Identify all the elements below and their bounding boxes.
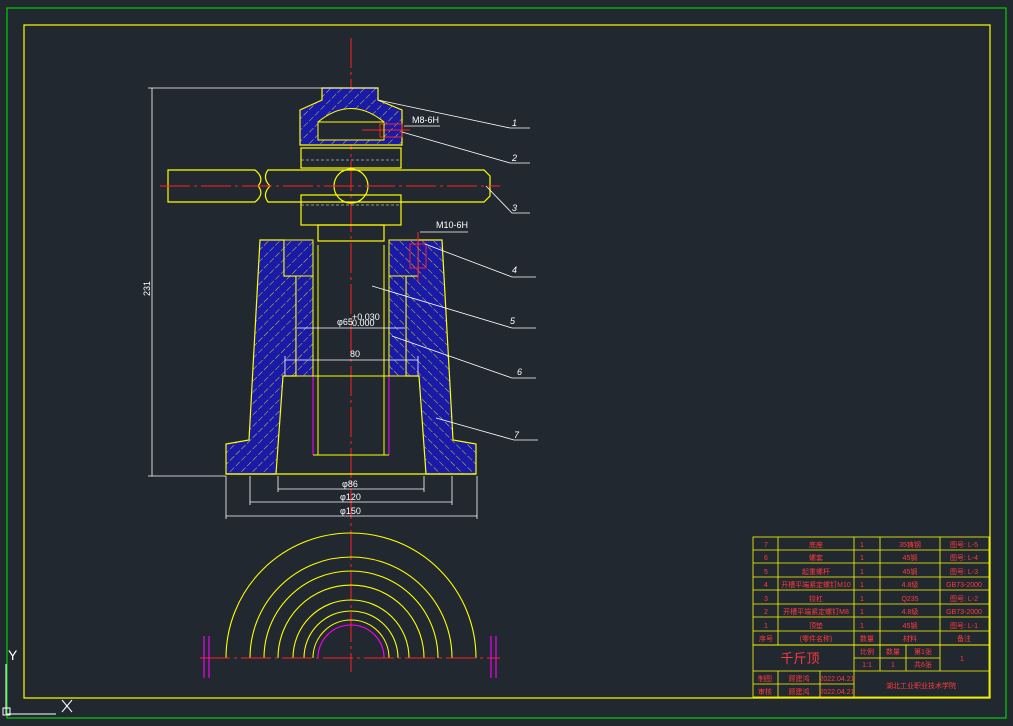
base-d1-value: φ86 [342, 479, 358, 489]
checked-date: 2022.04.21 [819, 689, 854, 696]
sheets-value: 共6张 [914, 660, 932, 669]
bom-row-6-name: 开槽平端紧定螺钉M8 [783, 607, 849, 616]
bom-row-7-remark: 图号: L-1 [950, 622, 978, 630]
bom-row-6-qty: 1 [860, 609, 864, 616]
callout-numbers: 1 2 3 4 5 6 7 [510, 118, 522, 440]
bom-row-1-name: 底座 [809, 540, 823, 549]
thread-m8-label: M8-6H [412, 115, 439, 125]
qty-value: 1 [891, 662, 895, 669]
bom-row-4-no: 4 [764, 582, 768, 589]
drawn-name: 顾建鸿 [789, 674, 810, 683]
bom-row-5-material: Q235 [901, 596, 918, 603]
width-dimension [284, 356, 419, 376]
base-d3-value: φ150 [340, 506, 361, 516]
bom-row-3-remark: 图号: L-3 [950, 568, 978, 576]
bom-header-material: 材料 [903, 634, 917, 643]
bom-row-4-qty: 1 [860, 582, 864, 589]
school-name: 湖北工业职业技术学院 [886, 681, 956, 690]
bom-header-qty: 数量 [860, 634, 874, 643]
bom-row-2-remark: 图号: L-4 [950, 554, 978, 562]
bom-row-5-name: 铰杠 [809, 594, 823, 603]
height-value: 231 [142, 281, 152, 296]
drawing-title: 千斤顶 [780, 651, 819, 666]
bom-row-2-qty: 1 [860, 555, 864, 562]
callout-6: 6 [517, 367, 522, 377]
bom-header-no: 序号 [759, 634, 773, 643]
bom-header-name: (零件名称) [800, 634, 833, 643]
callout-3: 3 [512, 203, 517, 213]
title-block [752, 644, 990, 698]
title-block-text: 千斤顶 比例 数量 第1张 1:1 1 共6张 1 制图 顾建鸿 2022.04… [758, 647, 964, 696]
bom-row-3-qty: 1 [860, 569, 864, 576]
width-value: 80 [350, 349, 360, 359]
scale-label: 比例 [860, 647, 874, 656]
bom-row-5-qty: 1 [860, 596, 864, 603]
bom-row-6-no: 2 [764, 609, 768, 616]
bom-row-7-no: 1 [764, 623, 768, 630]
callout-leaders [371, 99, 538, 441]
checked-name: 顾建鸿 [789, 687, 810, 696]
bom-row-3-material: 45钢 [903, 567, 918, 576]
top-pad[interactable] [299, 87, 403, 146]
bom-row-3-no: 5 [764, 569, 768, 576]
drawing-number: 1 [960, 656, 964, 663]
bom-row-1-qty: 1 [860, 542, 864, 549]
bom-row-2-no: 6 [764, 555, 768, 562]
top-view[interactable] [200, 532, 500, 678]
screw-m10[interactable] [409, 232, 427, 282]
bom-table [752, 536, 990, 646]
bom-row-5-remark: 图号: L-2 [950, 595, 978, 603]
bom-row-7-material: 45钢 [903, 621, 918, 630]
height-dimension [148, 87, 378, 477]
scale-value: 1:1 [862, 662, 872, 669]
bom-row-4-material: 4.8级 [902, 580, 919, 589]
callout-2: 2 [511, 153, 517, 163]
inner-frame [23, 24, 991, 699]
bom-row-1-remark: 图号: L-5 [950, 541, 978, 549]
callout-1: 1 [512, 118, 517, 128]
base-d2-value: φ120 [340, 492, 361, 502]
bom-row-7-qty: 1 [860, 623, 864, 630]
bom-row-2-material: 45钢 [903, 553, 918, 562]
bom-row-2-name: 螺套 [809, 553, 823, 562]
bom-row-4-name: 开槽平端紧定螺钉M10 [781, 580, 851, 589]
bore-value: φ65 [337, 317, 353, 327]
base-diameter-dimensions [225, 476, 478, 519]
nut-sleeve[interactable] [283, 239, 419, 377]
bom-row-1-material: 35铸钢 [899, 540, 921, 549]
bom-row-1-no: 7 [764, 542, 768, 549]
bom-row-5-no: 3 [764, 596, 768, 603]
tommy-bar[interactable] [160, 168, 500, 204]
bom-row-7-name: 顶垫 [809, 621, 823, 630]
ucs-y-label: Y [8, 647, 18, 663]
callout-5: 5 [510, 316, 516, 326]
callout-7: 7 [514, 430, 520, 440]
callout-4: 4 [512, 265, 517, 275]
checked-label: 审核 [758, 687, 772, 696]
bom-row-6-remark: GB73-2000 [946, 609, 982, 616]
screw-m8[interactable] [362, 123, 410, 138]
bom-row-3-name: 起重螺杆 [802, 567, 830, 576]
bore-tol-lower: 0.000 [352, 318, 375, 328]
thread-m10-label: M10-6H [436, 220, 468, 230]
bom-header-remark: 备注 [957, 634, 971, 643]
bom-row-6-material: 4.8级 [902, 607, 919, 616]
bom-row-4-remark: GB73-2000 [946, 582, 982, 589]
qty-label: 数量 [886, 647, 900, 656]
outer-frame [6, 7, 1007, 719]
bom-rows: 7 底座 1 35铸钢 图号: L-5 6 螺套 1 45钢 图号: L-4 5… [759, 540, 982, 643]
bore-tol-upper: +0.030 [352, 312, 380, 322]
ucs-icon [2, 664, 73, 716]
drawn-label: 制图 [758, 674, 772, 683]
drawn-date: 2022.04.21 [819, 676, 854, 683]
sheet-label: 第1张 [914, 647, 932, 656]
